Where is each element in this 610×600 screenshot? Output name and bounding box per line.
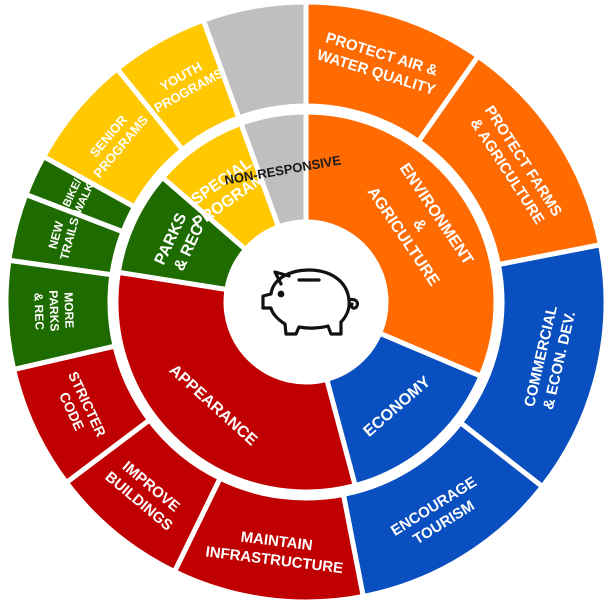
inner-segment-economy (323, 329, 485, 489)
inner-segment-non-responsive (237, 109, 309, 231)
outer-label-more-parks: MOREPARKS& REC (31, 289, 76, 332)
outer-label-line: & REC (31, 292, 46, 330)
inner-ring: ENVIRONMENT&AGRICULTUREECONOMYAPPEARANCE… (113, 109, 499, 495)
piggy-bank-icon (261, 268, 360, 336)
outer-label-line: MORE (61, 292, 76, 328)
outer-segment-non-responsive-outer (200, 0, 309, 122)
center-hub (231, 227, 381, 377)
center-circle (231, 227, 381, 377)
inner-segment-environment-agriculture (303, 109, 499, 380)
outer-label-line: PARKS (46, 290, 61, 332)
inner-segment-appearance (113, 269, 359, 495)
